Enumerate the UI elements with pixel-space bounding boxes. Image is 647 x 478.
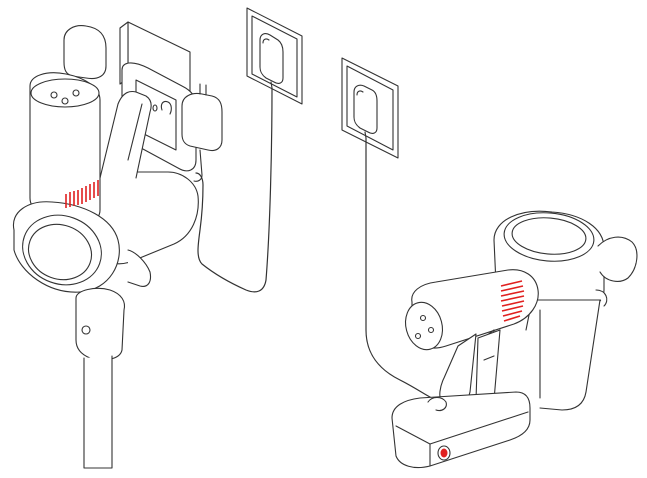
left-battery-pack	[181, 83, 223, 182]
left-battery-indicator-icon	[65, 180, 99, 208]
right-battery-indicator-icon	[500, 280, 525, 322]
right-vacuum-motor-handle	[404, 269, 539, 406]
left-charger-plug-icon	[259, 33, 284, 89]
left-vacuum-wand	[75, 249, 152, 469]
right-charger-plug-icon	[353, 84, 378, 139]
right-charging-cord-icon	[365, 137, 437, 401]
left-vacuum-body	[12, 72, 199, 293]
right-vacuum-dustbin	[493, 210, 638, 411]
left-charging-cord-icon	[195, 87, 273, 293]
right-vacuum-base	[391, 391, 531, 469]
dock-knob	[63, 25, 107, 80]
